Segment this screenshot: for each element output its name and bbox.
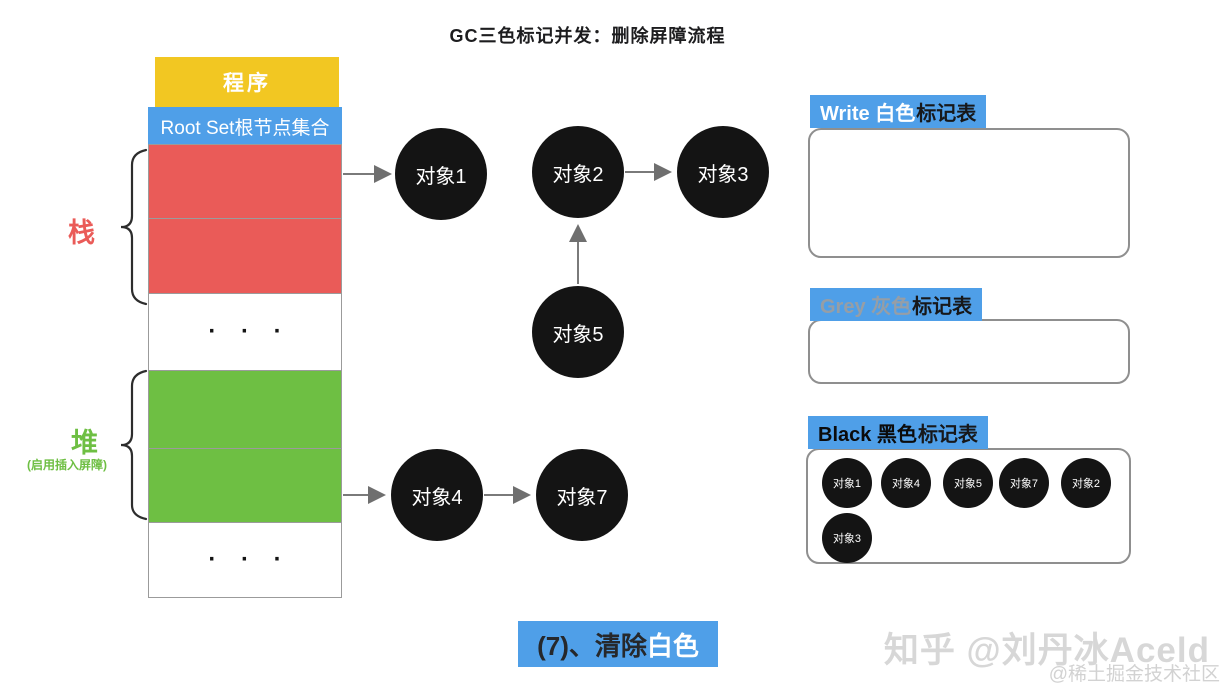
- program-block: 程序: [155, 57, 339, 107]
- object-node-label: 对象2: [552, 163, 604, 186]
- object-node-7: 对象7: [536, 449, 628, 541]
- black-table-node-2: 对象2: [1061, 458, 1111, 508]
- heap-slot-2: [148, 448, 342, 523]
- grey-table-title-cn: 标记表: [912, 296, 973, 318]
- black-table-node-1: 对象1: [822, 458, 872, 508]
- black-table-title-cn: 标记表: [917, 424, 978, 446]
- object-node-5: 对象5: [532, 286, 624, 378]
- black-table-title-en: Black 黑色: [818, 424, 917, 446]
- program-label: 程序: [223, 72, 271, 95]
- rootset-label: Root Set根节点集合: [160, 117, 330, 139]
- diagram-title: GC三色标记并发：删除屏障流程: [449, 26, 726, 46]
- grey-table-body: [808, 319, 1130, 384]
- white-table-title-en: Write 白色: [820, 103, 916, 125]
- heap-brace: [120, 369, 148, 521]
- object-node-label: 对象5: [552, 323, 604, 346]
- grey-table-header: Grey 灰色 标记表: [810, 288, 983, 321]
- object-node-label: 对象1: [415, 165, 467, 188]
- stack-label: 栈: [68, 218, 95, 248]
- stack-slot-2: [148, 218, 342, 294]
- ellipsis-dots: · · ·: [208, 318, 291, 345]
- black-table-body: 对象1 对象4 对象5 对象7 对象2 对象3: [806, 448, 1131, 564]
- step-caption: (7)、清除白色: [518, 621, 718, 667]
- ellipsis-dots: · · ·: [208, 546, 291, 573]
- rootset-block: Root Set根节点集合: [148, 107, 342, 145]
- object-node-1: 对象1: [395, 128, 487, 220]
- object-node-label: 对象4: [411, 486, 463, 509]
- object-node-label: 对象7: [556, 486, 608, 509]
- heap-slot-1: [148, 370, 342, 449]
- object-node-label: 对象3: [697, 163, 749, 186]
- heap-label: 堆: [71, 428, 98, 458]
- object-node-4: 对象4: [391, 449, 483, 541]
- black-table-header: Black 黑色 标记表: [808, 416, 988, 449]
- black-table-node-7: 对象7: [999, 458, 1049, 508]
- heap-barrier-note: (启用插入屏障): [27, 458, 107, 472]
- stack-slot-1: [148, 144, 342, 219]
- black-table-node-5: 对象5: [943, 458, 993, 508]
- step-caption-prefix: (7)、清除: [537, 630, 647, 661]
- heap-ellipsis-block: · · ·: [148, 522, 342, 598]
- watermark-zhihu: 知乎 @刘丹冰Aceld: [883, 631, 1210, 670]
- watermark-juejin: @稀土掘金技术社区: [1048, 664, 1220, 685]
- black-table-node-4: 对象4: [881, 458, 931, 508]
- object-node-3: 对象3: [677, 126, 769, 218]
- white-table-header: Write 白色 标记表: [810, 95, 987, 128]
- step-caption-highlight: 白色: [646, 630, 699, 661]
- grey-table-title-en: Grey 灰色: [820, 296, 912, 318]
- black-table-node-3: 对象3: [822, 513, 872, 563]
- object-node-2: 对象2: [532, 126, 624, 218]
- stack-brace: [120, 148, 148, 306]
- stack-ellipsis-block: · · ·: [148, 293, 342, 371]
- white-table-body: [808, 128, 1130, 258]
- white-table-title-cn: 标记表: [916, 103, 977, 125]
